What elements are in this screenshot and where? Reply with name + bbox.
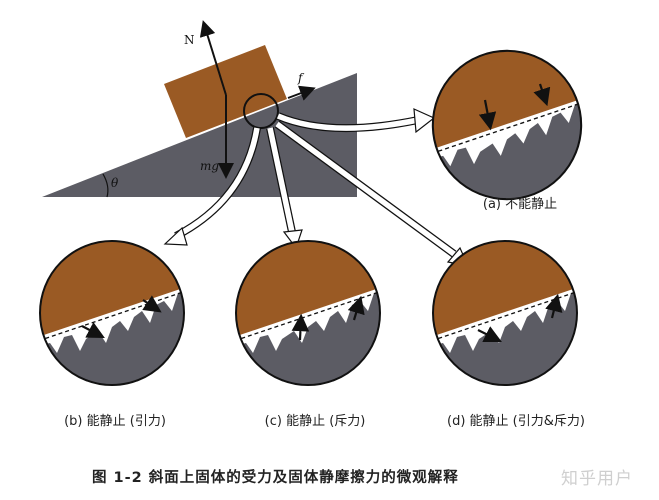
gravity-force-label: mg — [200, 159, 219, 173]
panel-d-label: (d) 能静止 (引力&斥力) — [447, 414, 585, 429]
figure-caption: 图 1-2 斜面上固体的受力及固体静摩擦力的微观解释 — [92, 470, 459, 486]
angle-symbol: θ — [111, 176, 119, 190]
angle-arc — [102, 173, 109, 198]
micro-force-arrows — [81, 83, 563, 342]
panel-b-label: (b) 能静止 (引力) — [64, 414, 166, 429]
normal-force-arrow — [199, 20, 227, 96]
friction-force-arrow — [287, 85, 316, 101]
panel-c-label: (c) 能静止 (斥力) — [264, 414, 366, 429]
panel-d-circle — [425, 233, 585, 393]
watermark: 知乎用户 — [561, 469, 633, 489]
friction-force-label: f — [297, 71, 305, 85]
panel-a-label: (a) 不能静止 — [482, 197, 558, 212]
panel-c-circle — [228, 233, 388, 393]
normal-force-label: N — [184, 33, 195, 47]
panel-a-circle — [425, 43, 590, 208]
hollow-arrows — [163, 108, 470, 267]
contact-magnifier — [243, 93, 279, 129]
panel-b-circle — [32, 233, 192, 393]
